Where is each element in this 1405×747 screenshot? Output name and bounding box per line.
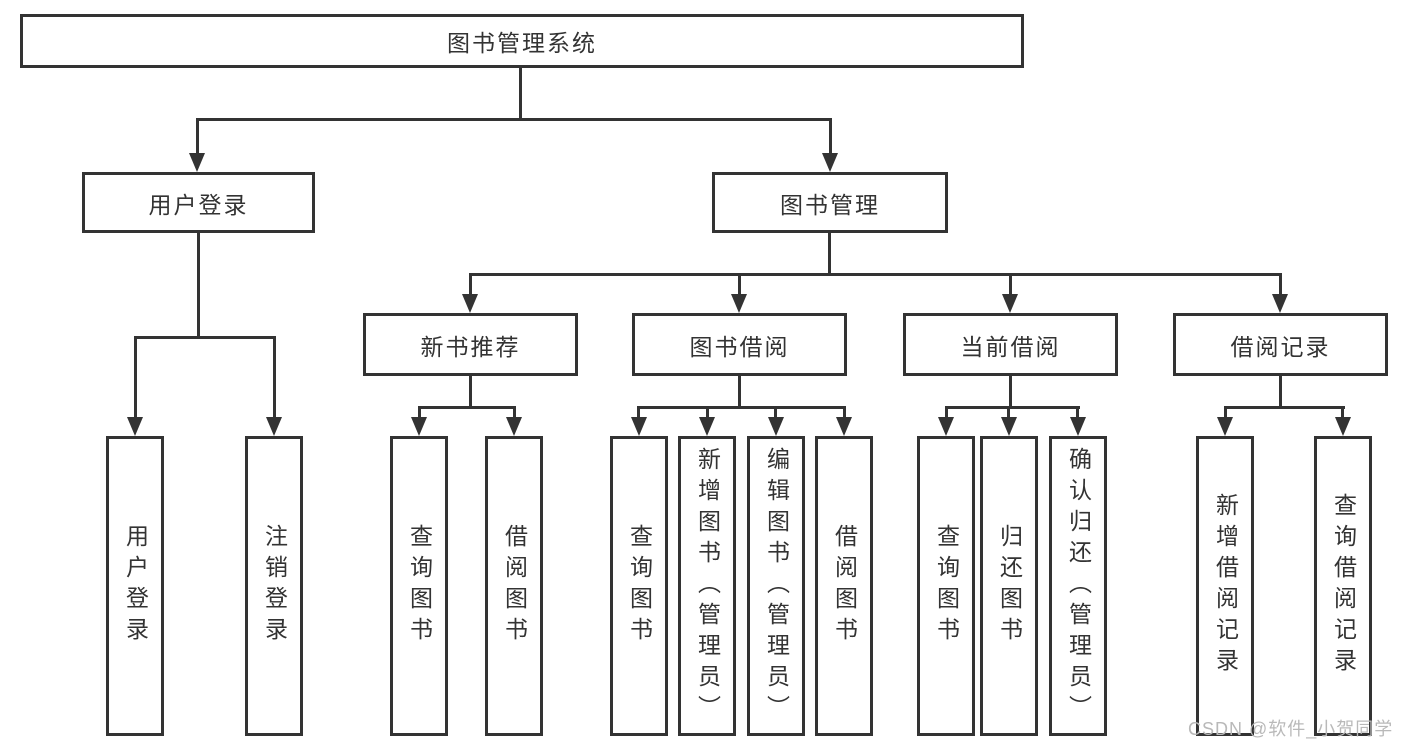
node-user-login-label: 用户登录 — [148, 191, 249, 218]
line — [196, 118, 199, 154]
line — [1224, 406, 1345, 409]
line — [945, 406, 948, 418]
node-borrow-records: 借阅记录 — [1173, 313, 1388, 376]
leaf-label: 查询图书 — [626, 524, 653, 648]
arrowhead-icon — [731, 294, 747, 313]
node-root-label: 图书管理系统 — [447, 30, 597, 56]
node-book-borrow: 图书借阅 — [632, 313, 847, 376]
line — [513, 406, 516, 418]
leaf-label: 归还图书 — [996, 524, 1023, 648]
leaf-label: 注销登录 — [261, 524, 288, 648]
line — [828, 233, 831, 273]
leaf-user-login: 用户登录 — [106, 436, 164, 736]
arrowhead-icon — [462, 294, 478, 313]
line — [637, 406, 640, 418]
node-book-borrow-label: 图书借阅 — [689, 333, 790, 360]
arrowhead-icon — [631, 417, 647, 436]
leaf-confirm-return-admin: 确认归还（管理员） — [1049, 436, 1107, 736]
arrowhead-icon — [266, 417, 282, 436]
line — [197, 233, 200, 336]
line — [945, 406, 1080, 409]
leaf-borrow-books-1: 借阅图书 — [485, 436, 543, 736]
line — [418, 406, 516, 409]
arrowhead-icon — [506, 417, 522, 436]
node-book-mgmt: 图书管理 — [712, 172, 948, 233]
line — [519, 68, 522, 118]
arrowhead-icon — [1217, 417, 1233, 436]
leaf-query-borrow-record: 查询借阅记录 — [1314, 436, 1372, 736]
arrowhead-icon — [1335, 417, 1351, 436]
line — [774, 406, 777, 418]
leaf-edit-books-admin: 编辑图书（管理员） — [747, 436, 805, 736]
line — [418, 406, 421, 418]
leaf-label: 查询图书 — [406, 524, 433, 648]
line — [134, 336, 137, 418]
leaf-label: 查询借阅记录 — [1330, 493, 1357, 679]
node-new-books: 新书推荐 — [363, 313, 578, 376]
line — [738, 273, 741, 295]
line — [134, 336, 276, 339]
leaf-add-borrow-record: 新增借阅记录 — [1196, 436, 1254, 736]
line — [469, 376, 472, 406]
line — [273, 336, 276, 418]
leaf-label: 确认归还（管理员） — [1065, 446, 1092, 726]
node-book-mgmt-label: 图书管理 — [780, 191, 880, 218]
arrowhead-icon — [1002, 294, 1018, 313]
line — [196, 118, 832, 121]
arrowhead-icon — [127, 417, 143, 436]
arrowhead-icon — [189, 153, 205, 172]
line — [637, 406, 846, 409]
line — [1224, 406, 1227, 418]
line — [469, 273, 472, 295]
leaf-query-books-2: 查询图书 — [610, 436, 668, 736]
arrowhead-icon — [822, 153, 838, 172]
leaf-label: 编辑图书（管理员） — [763, 446, 790, 726]
line — [1009, 273, 1012, 295]
arrowhead-icon — [1001, 417, 1017, 436]
line — [843, 406, 846, 418]
line — [469, 273, 1282, 276]
node-current-borrow: 当前借阅 — [903, 313, 1118, 376]
line — [1007, 406, 1010, 418]
line — [1341, 406, 1344, 418]
node-current-borrow-label: 当前借阅 — [960, 333, 1061, 360]
node-new-books-label: 新书推荐 — [420, 333, 521, 360]
leaf-borrow-books-2: 借阅图书 — [815, 436, 873, 736]
leaf-label: 借阅图书 — [501, 524, 528, 648]
leaf-label: 借阅图书 — [831, 524, 858, 648]
leaf-return-books: 归还图书 — [980, 436, 1038, 736]
arrowhead-icon — [1070, 417, 1086, 436]
leaf-label: 新增借阅记录 — [1212, 493, 1239, 679]
line — [1076, 406, 1079, 418]
line — [1279, 273, 1282, 295]
leaf-label: 新增图书（管理员） — [694, 446, 721, 726]
arrowhead-icon — [1272, 294, 1288, 313]
leaf-label: 查询图书 — [933, 524, 960, 648]
watermark: CSDN @软件_小贺同学 — [1188, 719, 1394, 739]
line — [706, 406, 709, 418]
arrowhead-icon — [768, 417, 784, 436]
node-borrow-records-label: 借阅记录 — [1230, 333, 1331, 360]
leaf-label: 用户登录 — [122, 524, 149, 648]
node-root: 图书管理系统 — [20, 14, 1024, 68]
leaf-query-books-1: 查询图书 — [390, 436, 448, 736]
line — [1279, 376, 1282, 406]
line — [1009, 376, 1012, 406]
line — [829, 118, 832, 154]
line — [738, 376, 741, 406]
arrowhead-icon — [938, 417, 954, 436]
leaf-add-books-admin: 新增图书（管理员） — [678, 436, 736, 736]
arrowhead-icon — [699, 417, 715, 436]
leaf-logout: 注销登录 — [245, 436, 303, 736]
leaf-query-books-3: 查询图书 — [917, 436, 975, 736]
arrowhead-icon — [411, 417, 427, 436]
arrowhead-icon — [836, 417, 852, 436]
node-user-login: 用户登录 — [82, 172, 315, 233]
